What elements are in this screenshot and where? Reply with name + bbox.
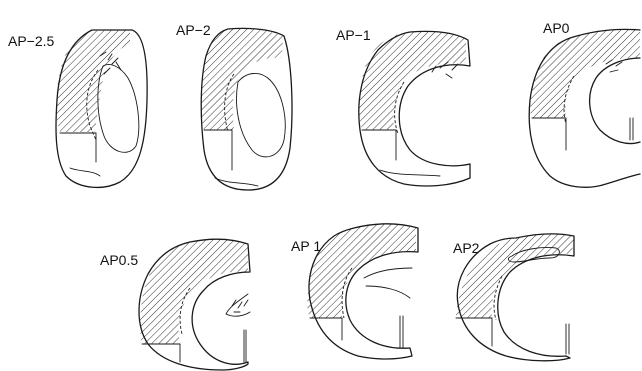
section-label: AP0 [543,20,570,36]
ventricle-outline [364,268,412,298]
section-ap-0-5: AP0.5 [100,239,250,370]
section-label: AP 1 [291,238,321,254]
hatched-region [530,29,640,118]
ventricle-outline [226,294,250,316]
section-ap-minus-1: AP−1 [336,27,470,186]
ventricle-outline [237,73,286,156]
section-ap-minus-2: AP−2 [176,22,292,190]
ventricle-outline [98,65,139,153]
section-label: AP−1 [336,27,371,43]
section-label: AP−2.5 [8,33,55,49]
section-label: AP0.5 [100,252,138,268]
scribble-marks [232,300,248,312]
base-line [532,118,633,150]
hatched-region [56,30,130,132]
section-ap-minus-2-5: AP−2.5 [8,30,147,187]
base-line [362,130,440,176]
hatched-region [201,29,283,130]
section-ap-2: AP2 [453,234,574,361]
hatched-region [307,224,416,318]
hatched-region [140,239,248,344]
base-line [204,130,258,186]
section-label: AP−2 [176,22,211,38]
base-line [60,133,100,176]
section-ap-0: AP0 [529,20,640,187]
section-ap-1: AP 1 [291,224,418,359]
